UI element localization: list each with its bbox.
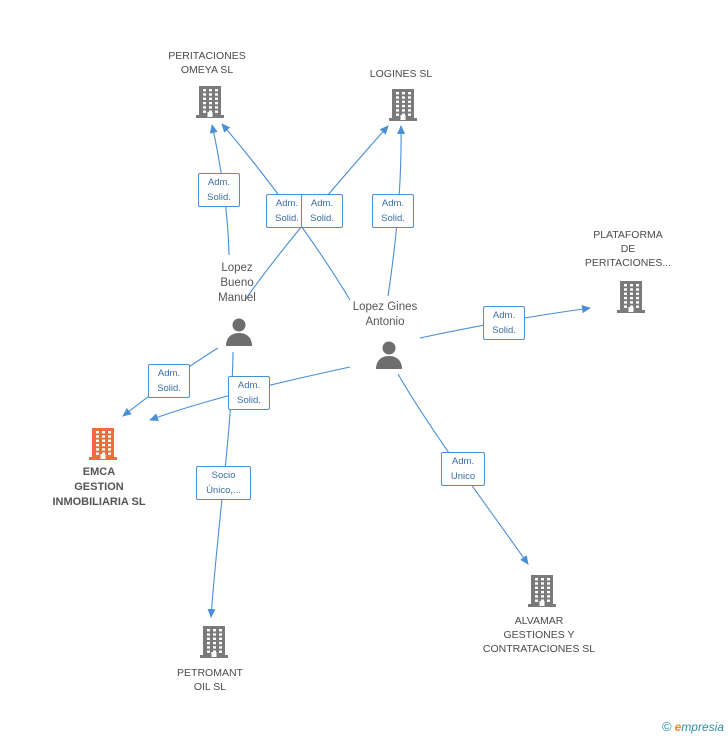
edge-label-bueno-emca[interactable]: Adm. Solid.	[148, 364, 190, 398]
edge-label-gines-plataforma[interactable]: Adm. Solid.	[483, 306, 525, 340]
edge-label-line: Solid.	[310, 213, 334, 224]
building-icon[interactable]	[195, 85, 225, 124]
edge-label-line: Solid.	[237, 395, 261, 406]
edge-label-line: Adm.	[310, 198, 334, 209]
brand-logo-text: mpresia	[681, 720, 724, 734]
node-label-lopez-bueno[interactable]: Lopez Bueno Manuel	[196, 261, 278, 306]
edge-label-line: Adm.	[451, 456, 475, 467]
edge-label-line: Solid.	[492, 325, 516, 336]
node-label-line: OIL SL	[193, 681, 227, 693]
node-label-line: Lopez Gines	[352, 301, 418, 313]
node-label-line: EMCA	[82, 466, 116, 478]
edge-label-bueno-omeya[interactable]: Adm. Solid.	[198, 173, 240, 207]
building-icon[interactable]	[388, 88, 418, 127]
copyright-icon: ©	[662, 719, 672, 734]
edge-label-line: Solid.	[275, 213, 299, 224]
node-label-line: PETROMANT	[177, 667, 243, 679]
node-label-line: LOGINES SL	[369, 68, 433, 80]
node-label-line: OMEYA SL	[180, 64, 234, 76]
edge-label-gines-alvamar[interactable]: Adm. Unico	[441, 452, 485, 486]
edge-label-gines-logines[interactable]: Adm. Solid.	[372, 194, 414, 228]
building-icon[interactable]	[199, 625, 229, 664]
edge-label-line: Adm.	[207, 177, 231, 188]
edge-label-gines-emca[interactable]: Adm. Solid.	[228, 376, 270, 410]
edge-label-line: Adm.	[157, 368, 181, 379]
edge-label-line: Adm.	[237, 380, 261, 391]
node-label-peritaciones-omeya[interactable]: PERITACIONES OMEYA SL	[156, 49, 258, 77]
footer-brand[interactable]: ©empresia	[662, 719, 724, 734]
node-label-line: CONTRATACIONES SL	[482, 643, 596, 655]
edge-label-line: Solid.	[157, 383, 181, 394]
edge-label-line: Solid.	[207, 192, 231, 203]
building-icon[interactable]	[527, 574, 557, 613]
node-label-line: GESTIONES Y	[503, 629, 575, 641]
node-label-line: ALVAMAR	[514, 615, 564, 627]
node-label-line: DE	[620, 243, 636, 255]
edge-label-line: Adm.	[275, 198, 299, 209]
edge-label-line: Adm.	[492, 310, 516, 321]
edge-label-line: Socio	[211, 470, 236, 481]
edge-label-line: Unico	[450, 471, 476, 482]
node-label-alvamar[interactable]: ALVAMAR GESTIONES Y CONTRATACIONES SL	[478, 614, 600, 656]
node-label-line: Lopez	[221, 262, 253, 274]
node-label-line: Bueno	[220, 277, 254, 289]
node-label-line: Manuel	[218, 292, 256, 304]
edge-label-line: Adm.	[381, 198, 405, 209]
node-label-line: INMOBILIARIA SL	[52, 496, 146, 508]
node-label-lopez-gines[interactable]: Lopez Gines Antonio	[335, 300, 435, 330]
person-icon[interactable]	[374, 340, 404, 375]
node-label-emca[interactable]: EMCA GESTION INMOBILIARIA SL	[40, 465, 158, 510]
node-label-line: GESTION	[74, 481, 124, 493]
edge-label-bueno-petromant[interactable]: Socio Único,...	[196, 466, 251, 500]
node-label-line: PERITACIONES...	[584, 257, 672, 269]
person-icon[interactable]	[224, 317, 254, 352]
node-label-line: PERITACIONES	[168, 50, 246, 62]
edge-label-line: Único,...	[206, 485, 241, 496]
node-label-line: Antonio	[365, 316, 405, 328]
building-icon[interactable]	[88, 427, 118, 466]
edge-label-bueno-logines[interactable]: Adm. Solid.	[301, 194, 343, 228]
edge-label-line: Solid.	[381, 213, 405, 224]
node-label-line: PLATAFORMA	[593, 229, 663, 241]
building-icon[interactable]	[616, 280, 646, 319]
node-label-petromant[interactable]: PETROMANT OIL SL	[160, 666, 260, 694]
node-label-plataforma[interactable]: PLATAFORMA DE PERITACIONES...	[576, 228, 680, 270]
brand-logo-e: e	[674, 720, 682, 734]
node-label-logines[interactable]: LOGINES SL	[350, 67, 452, 81]
